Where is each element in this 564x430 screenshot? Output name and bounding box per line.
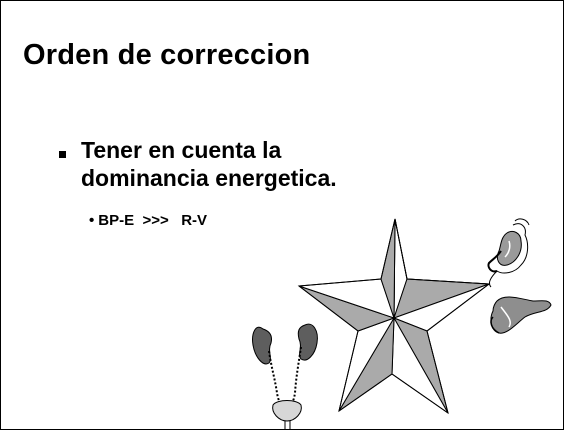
sub-bullet-text: BP-E >>> R-V: [98, 212, 208, 229]
round-bullet-icon: •: [89, 212, 95, 229]
pancreas-icon: [490, 296, 552, 334]
main-bullet-text: Tener en cuenta la dominancia energetica…: [81, 136, 481, 192]
slide-title: Orden de correccion: [23, 39, 311, 71]
main-bullet-line-1: Tener en cuenta la: [81, 137, 282, 163]
square-bullet-icon: [59, 151, 66, 158]
sub-bullet: •BP-E >>> R-V: [89, 212, 207, 229]
star-icon: [297, 218, 491, 415]
kidney-bladder-icon: [252, 323, 318, 429]
main-bullet-line-2: dominancia energetica.: [81, 165, 337, 191]
stomach-icon: [487, 218, 530, 288]
